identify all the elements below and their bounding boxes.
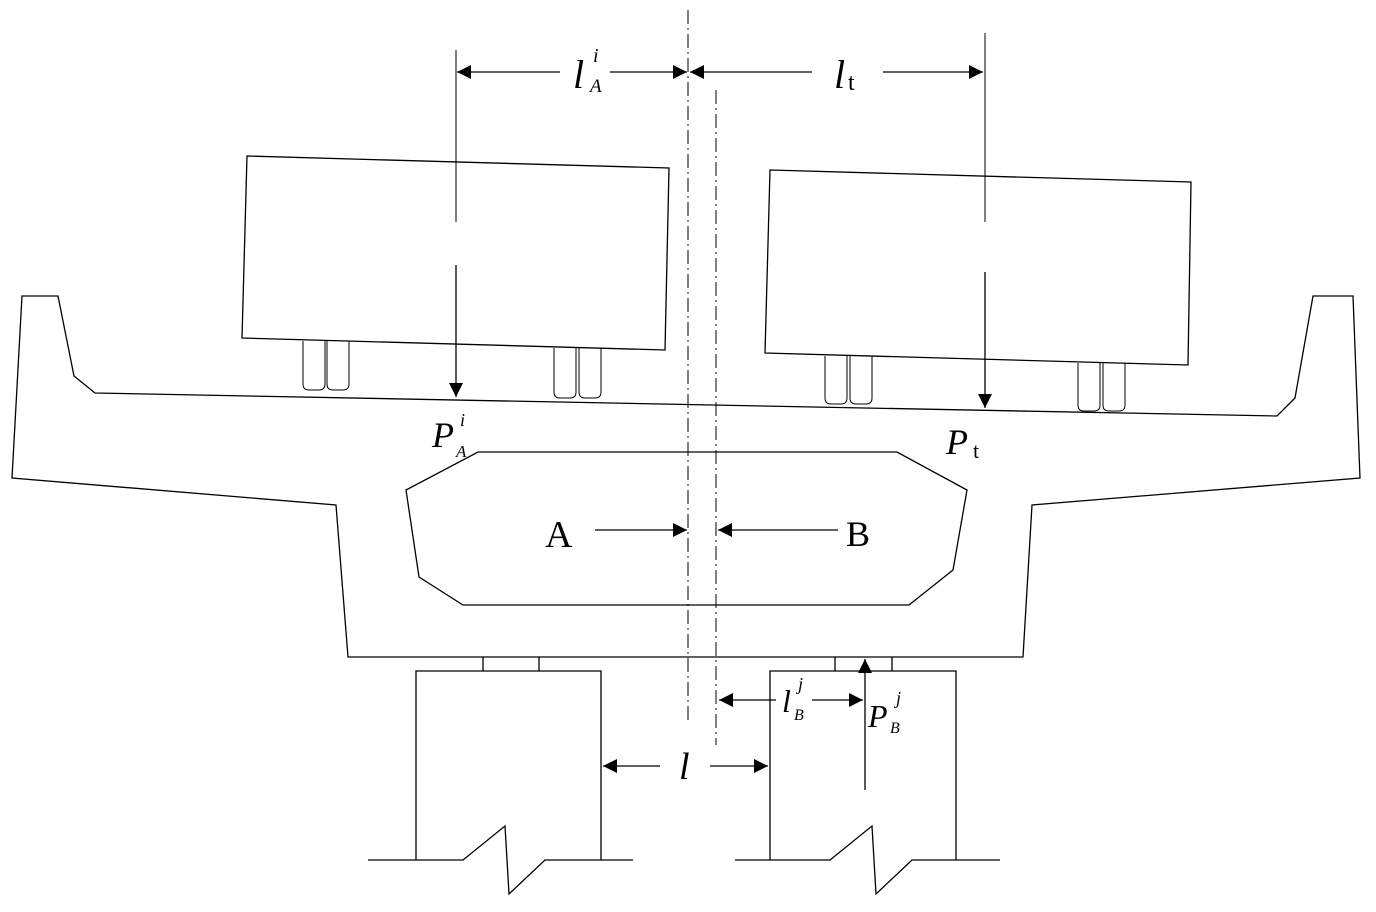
right-vehicle-body	[765, 170, 1191, 365]
girder-inner-cell	[406, 452, 967, 605]
left-pier	[368, 657, 633, 894]
right-pier	[735, 657, 1000, 894]
label-l: l	[679, 746, 690, 788]
right-vehicle-wheels	[825, 356, 1125, 411]
label-l-t: l t	[834, 52, 855, 97]
left-vehicle-wheels	[303, 341, 601, 398]
label-p-t: P t	[945, 422, 979, 463]
label-b: B	[846, 514, 870, 554]
label-l-b-j: l j B	[782, 674, 807, 724]
girder-outline	[12, 296, 1360, 657]
label-a: A	[545, 514, 573, 556]
label-l-a-i: l i A	[573, 45, 603, 97]
label-p-b-j: P j B	[867, 688, 905, 737]
label-p-a-i: P i A	[431, 410, 469, 461]
